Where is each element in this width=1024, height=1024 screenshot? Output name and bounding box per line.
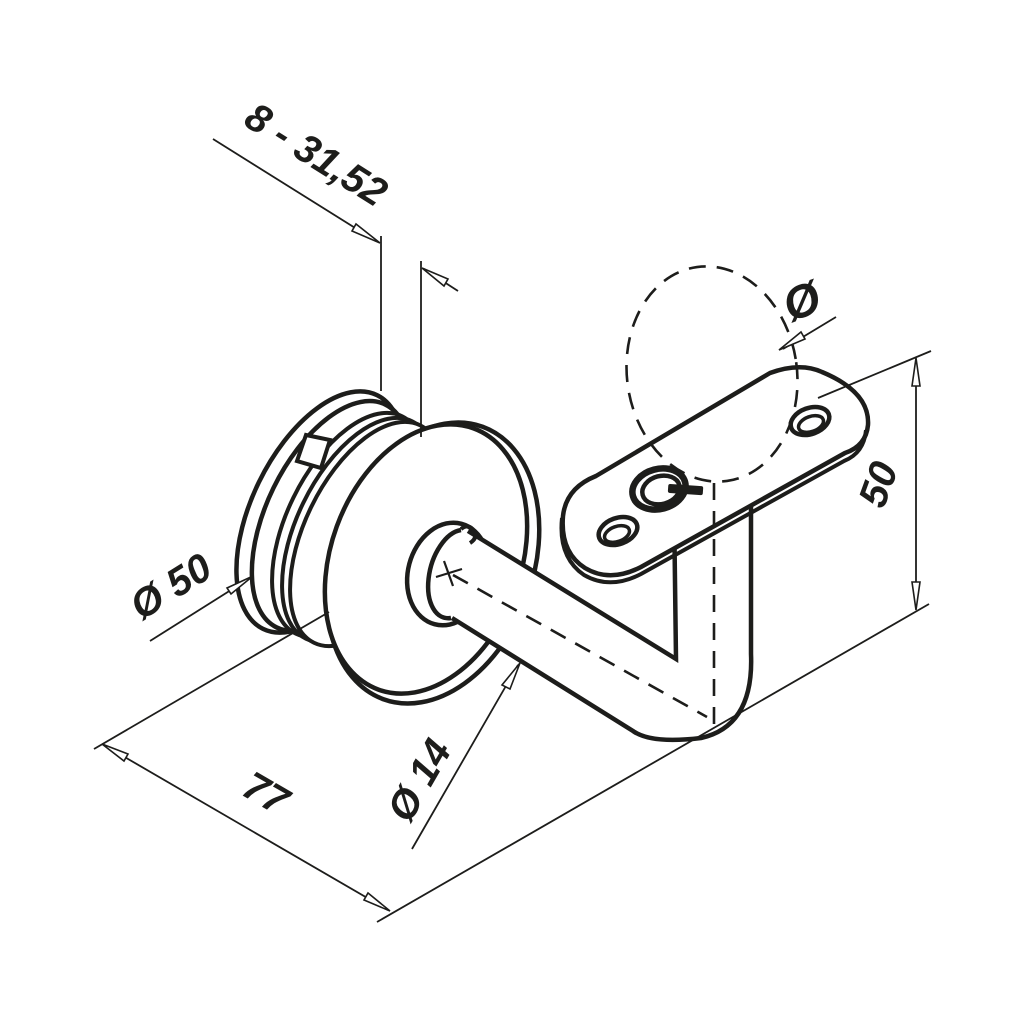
- arrowhead: [225, 575, 254, 596]
- dim-label-glass-thickness: 8 - 31,52: [237, 94, 394, 215]
- extension-line: [817, 350, 932, 399]
- arrowhead: [778, 330, 807, 351]
- dim-label-clamp-diameter: Ø 50: [123, 545, 220, 628]
- arm-elbow-outline: [450, 504, 754, 743]
- dimension-line: [212, 138, 377, 242]
- glass-clamp-disc: [234, 389, 542, 706]
- handrail-dashed-circle: [625, 265, 799, 483]
- dim-glass-thickness: 8 - 31,52: [212, 94, 459, 437]
- boss-opening-curl: [459, 524, 478, 545]
- saddle-plate-thickness-edge: [559, 429, 868, 585]
- arm-dashed-centerline: [452, 573, 708, 719]
- bracket-arm: [404, 503, 754, 743]
- arrowhead: [500, 662, 521, 691]
- dim-label-arm-tube-diameter: Ø 14: [379, 732, 460, 829]
- arrowhead: [911, 581, 921, 611]
- clamp-slot-notch: [294, 432, 333, 471]
- arrowhead: [362, 891, 391, 912]
- screw-hole-right-countersink: [796, 413, 826, 435]
- dimension-line: [103, 744, 389, 911]
- arrowhead: [421, 267, 450, 288]
- screw-hole-left-countersink: [602, 523, 632, 545]
- boss-opening-edge: [425, 527, 462, 621]
- leader-line: [411, 664, 519, 850]
- dim-label-saddle-height: 50: [851, 456, 908, 513]
- centerlines: [435, 265, 799, 727]
- dim-clamp-diameter: Ø 50: [123, 545, 254, 642]
- arrowhead: [101, 743, 130, 763]
- dim-handrail-diameter: Ø: [776, 270, 837, 351]
- extension-line: [376, 603, 930, 923]
- center-hole-slot-bar: [667, 483, 704, 496]
- center-mark: [435, 560, 463, 587]
- extension-line: [93, 611, 330, 750]
- arrowhead: [350, 222, 381, 244]
- dim-label-overall-depth: 77: [235, 764, 297, 825]
- arrowhead: [911, 357, 921, 387]
